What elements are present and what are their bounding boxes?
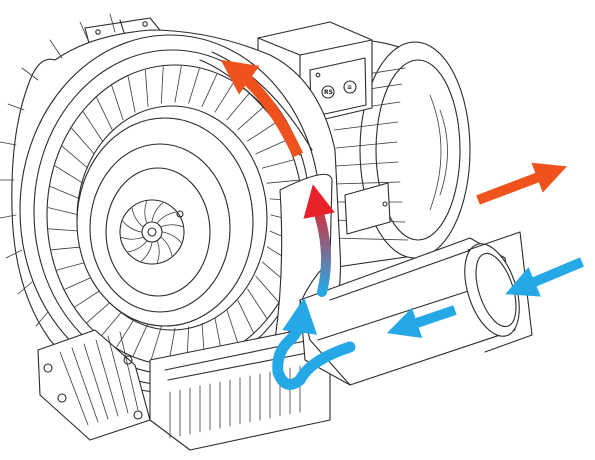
impeller-blades — [47, 65, 303, 365]
hub-spoke — [121, 237, 143, 240]
impeller-blade — [145, 69, 149, 107]
fan-hub — [119, 199, 185, 265]
terminal-glyph-right: ≡ — [347, 84, 352, 91]
arrow-hot-air-around-channel — [220, 59, 303, 158]
impeller-blade — [48, 228, 81, 232]
impeller-blade — [132, 323, 149, 357]
impeller-blade — [237, 107, 264, 130]
foot-fin — [71, 347, 99, 423]
arrow-cold-air-through-silencer — [386, 305, 457, 339]
impeller-blade — [56, 261, 89, 271]
impeller-blade — [174, 65, 182, 103]
hub-spoke — [157, 211, 177, 223]
housing-outer-ribs — [0, 13, 116, 373]
flow-arrows — [220, 59, 584, 390]
foot-fin — [95, 339, 119, 417]
hub-spoke — [127, 241, 147, 253]
terminal-glyph-left: RS — [324, 89, 333, 96]
impeller-blade — [54, 165, 84, 184]
impeller-blade — [255, 275, 279, 303]
impeller-blade — [61, 146, 89, 169]
foot-fin — [107, 335, 129, 414]
hub-spoke — [161, 224, 183, 227]
impeller-blade — [127, 76, 136, 113]
arrow-air-compression-transition — [303, 184, 335, 297]
hub-spoke — [161, 237, 173, 257]
impeller-blade — [51, 246, 84, 251]
hub-spoke — [144, 201, 147, 223]
impeller-blade — [71, 127, 95, 155]
impeller-blade — [111, 85, 124, 121]
arrow-cold-air-inlet — [505, 257, 584, 297]
hub-spoke — [151, 202, 163, 222]
impeller-blade — [47, 207, 80, 216]
foot-fin — [59, 351, 89, 426]
impeller-blade — [261, 159, 294, 169]
impeller-blade — [100, 309, 124, 337]
impeller-blade — [50, 186, 81, 200]
impeller-blade — [188, 68, 200, 104]
impeller-blade — [96, 97, 113, 130]
impeller-blade — [150, 326, 162, 362]
foot-fin — [83, 343, 109, 420]
impeller-blade — [74, 288, 103, 308]
impeller-blade — [82, 111, 103, 142]
impeller-blade — [64, 275, 95, 290]
hub-spoke — [157, 241, 160, 263]
impeller-blade — [226, 309, 239, 345]
impeller-blade — [226, 93, 250, 121]
impeller-blade — [266, 179, 299, 184]
mounting-base — [37, 329, 331, 451]
hub-spoke — [141, 242, 153, 262]
impeller-blade — [247, 122, 276, 142]
hub-spoke — [131, 207, 143, 227]
impeller-blade — [116, 317, 136, 348]
impeller-blade — [247, 288, 268, 319]
impeller-blade — [86, 300, 113, 323]
hub-spoke — [162, 231, 182, 243]
impeller-blade — [237, 300, 254, 333]
arrow-hot-air-outlet — [476, 162, 567, 205]
impeller-blade — [160, 66, 164, 104]
hub-spoke — [122, 221, 142, 233]
foot-fin — [119, 331, 139, 411]
impeller-blade — [255, 140, 286, 155]
impeller-blade — [201, 73, 218, 107]
arrow-air-into-side-channel — [272, 297, 356, 390]
